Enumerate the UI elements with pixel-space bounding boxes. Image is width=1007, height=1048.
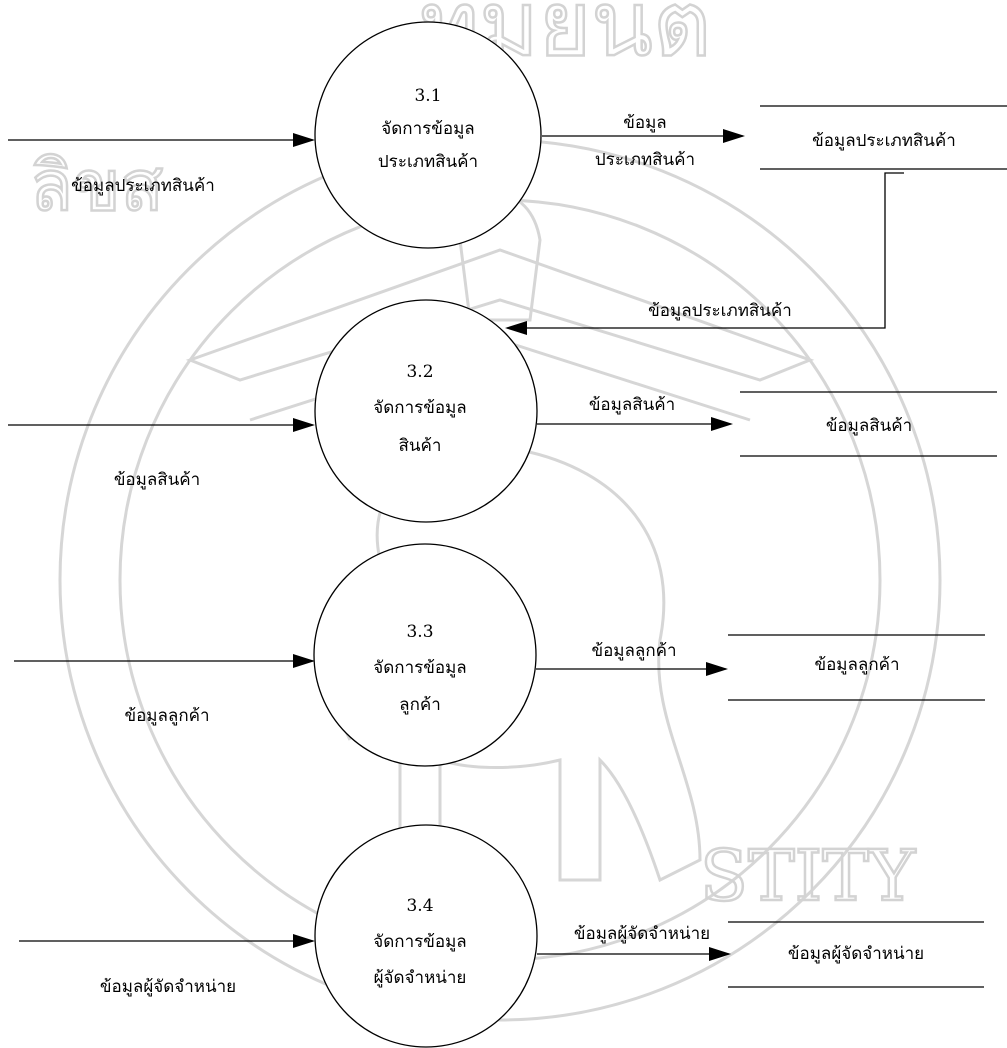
process-line2-3-2: สินค้า (399, 436, 442, 456)
input-label-3-3: ข้อมูลลูกค้า (124, 706, 209, 726)
process-line1-3-2: จัดการข้อมูล (373, 398, 466, 418)
output-label-line1-3-1: ข้อมูล (623, 113, 666, 133)
output-label-3-4: ข้อมูลผู้จัดจำหน่าย (574, 924, 710, 944)
process-line2-3-1: ประเภทสินค้า (378, 152, 478, 172)
process-number-3-4: 3.4 (406, 896, 433, 916)
process-number-3-3: 3.3 (406, 622, 433, 642)
process-line2-3-3: ลูกค้า (399, 695, 441, 715)
watermark-bottom-text: STITY (700, 835, 916, 917)
process-line1-3-1: จัดการข้อมูล (381, 119, 474, 139)
input-label-3-1: ข้อมูลประเภทสินค้า (71, 176, 215, 196)
data-store-label-3-1: ข้อมูลประเภทสินค้า (812, 131, 956, 151)
flow-row-3-3: ข้อมูลลูกค้า 3.3 จัดการข้อมูล ลูกค้า ข้อ… (14, 544, 985, 766)
data-store-label-3-2: ข้อมูลสินค้า (826, 416, 912, 436)
process-number-3-1: 3.1 (414, 86, 441, 106)
flow-row-3-2: ข้อมูลสินค้า 3.2 จัดการข้อมูล สินค้า ข้อ… (8, 300, 997, 522)
output-label-3-3: ข้อมูลลูกค้า (591, 641, 676, 661)
process-line1-3-3: จัดการข้อมูล (373, 658, 466, 678)
output-label-line2-3-1: ประเภทสินค้า (595, 150, 695, 170)
process-bubble-3-3[interactable] (314, 544, 536, 766)
output-label-3-2: ข้อมูลสินค้า (589, 395, 675, 415)
data-store-label-3-4: ข้อมูลผู้จัดจำหน่าย (788, 944, 924, 964)
process-line1-3-4: จัดการข้อมูล (373, 932, 466, 952)
process-line2-3-4: ผู้จัดจำหน่าย (374, 968, 467, 988)
data-store-label-3-3: ข้อมูลลูกค้า (814, 655, 899, 675)
input-label-3-2: ข้อมูลสินค้า (114, 470, 200, 490)
input-label-3-4: ข้อมูลผู้จัดจำหน่าย (100, 977, 236, 997)
process-number-3-2: 3.2 (406, 362, 433, 382)
feedback-label: ข้อมูลประเภทสินค้า (648, 301, 792, 321)
